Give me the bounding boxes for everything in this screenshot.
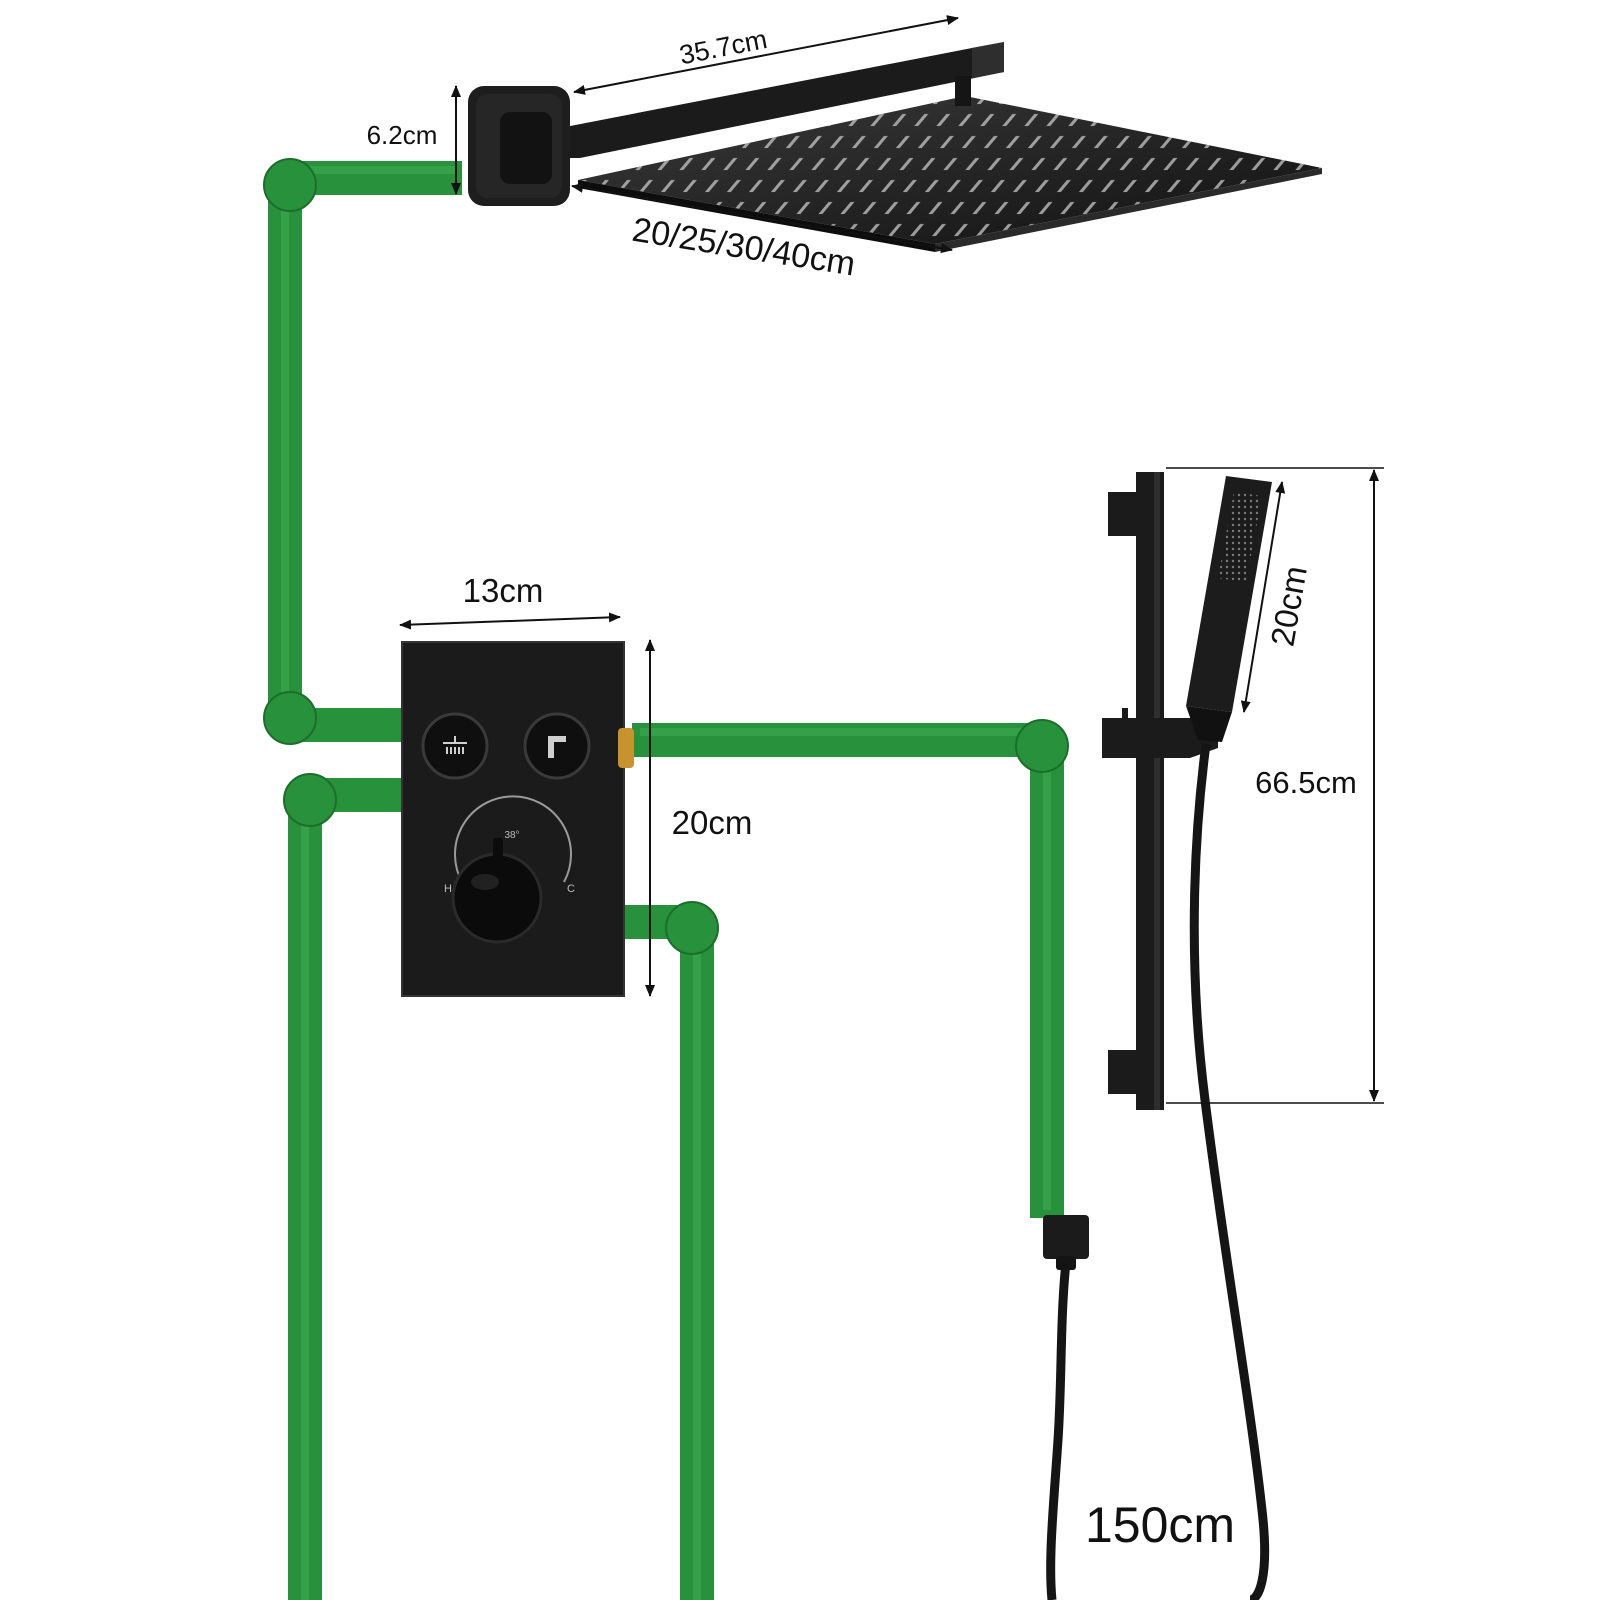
- rain-shower-button[interactable]: [421, 712, 489, 780]
- rain-shower-assembly: [468, 42, 1322, 252]
- slide-bar-top-bracket: [1108, 492, 1136, 536]
- pipe-inlet-right: [618, 905, 714, 1600]
- slide-bar-bottom-bracket: [1108, 1050, 1136, 1094]
- hand-shower-icon: [548, 736, 566, 758]
- brass-connector: [618, 728, 634, 768]
- thermostatic-control-panel: 38° H C: [401, 641, 634, 997]
- dial-hot-mark: H: [444, 883, 452, 895]
- hand-shower-button[interactable]: [523, 712, 591, 780]
- flange-height-label: 6.2cm: [367, 120, 438, 150]
- hand-shower[interactable]: [1186, 476, 1272, 742]
- temperature-knob[interactable]: [451, 838, 543, 944]
- rain-shower-icon: [443, 736, 467, 754]
- pipe-inlet-left: [288, 778, 402, 1600]
- slide-bar-length-label: 66.5cm: [1255, 765, 1357, 800]
- dial-top-mark: 38°: [504, 830, 519, 841]
- wall-outlet-elbow: [1043, 1215, 1089, 1259]
- hand-shower-length-label: 20cm: [1263, 563, 1313, 649]
- slide-holder[interactable]: [1102, 718, 1218, 758]
- pipe-fittings: [263, 158, 1069, 955]
- dimension-lines: [399, 15, 1384, 1104]
- panel-width-label: 13cm: [463, 572, 544, 609]
- panel-height-label: 20cm: [672, 804, 753, 841]
- water-pipes: [263, 158, 1069, 1600]
- hose-length-label: 150cm: [1085, 1497, 1235, 1553]
- shower-hose: [1189, 743, 1270, 1600]
- slide-bar-assembly: [1043, 472, 1272, 1600]
- dial-cold-mark: C: [567, 883, 575, 895]
- temperature-scale-arc: [454, 795, 572, 883]
